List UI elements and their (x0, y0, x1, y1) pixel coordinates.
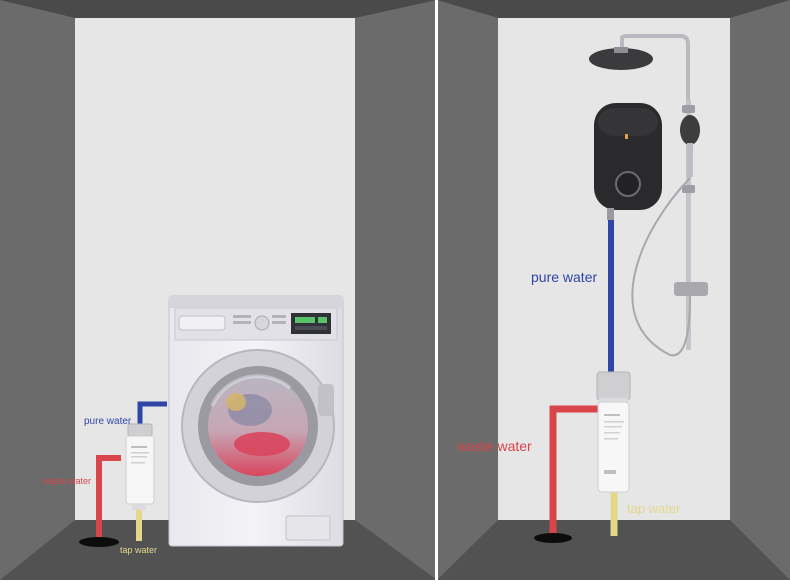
left-room-ceiling (0, 0, 437, 18)
drain-left (79, 537, 119, 547)
right-room-left-wall (437, 0, 498, 580)
rain-shower-head (589, 48, 653, 70)
pure-water-pipe-left (137, 401, 167, 425)
waste-water-label-left: waste water (43, 476, 92, 486)
right-room (437, 0, 790, 580)
shower-hose (631, 177, 691, 357)
washer-top (169, 296, 343, 308)
washer-display (291, 313, 331, 334)
shower-rail (686, 100, 691, 350)
filter-left (125, 423, 155, 510)
washer-door-handle (318, 384, 334, 416)
waste-water-pipe-right (549, 405, 598, 537)
heater-dial (615, 171, 641, 197)
shower-mixer (674, 282, 708, 296)
right-room-floor (437, 520, 790, 580)
washer-detergent-drawer (178, 315, 226, 331)
tap-water-label-left: tap water (120, 545, 158, 555)
shower-set (589, 34, 708, 357)
waste-water-label-right: waste water (457, 438, 532, 454)
left-room-left-wall (0, 0, 75, 580)
tap-water-label-right: tap water (627, 501, 681, 516)
washing-machine (168, 295, 344, 547)
filter-right (596, 371, 631, 493)
water-heater (594, 103, 662, 220)
left-room-right-wall (355, 0, 437, 580)
room-divider (435, 0, 438, 580)
pure-water-label-left: pure water (84, 416, 132, 427)
pure-water-label-right: pure water (531, 269, 598, 285)
drain-right (534, 533, 572, 543)
hand-shower-head (680, 115, 700, 145)
washer-filter-hatch (285, 515, 331, 541)
washer-knob (254, 315, 270, 331)
right-room-right-wall (730, 0, 790, 580)
right-room-ceiling (437, 0, 790, 18)
waste-water-pipe-left (96, 455, 121, 541)
